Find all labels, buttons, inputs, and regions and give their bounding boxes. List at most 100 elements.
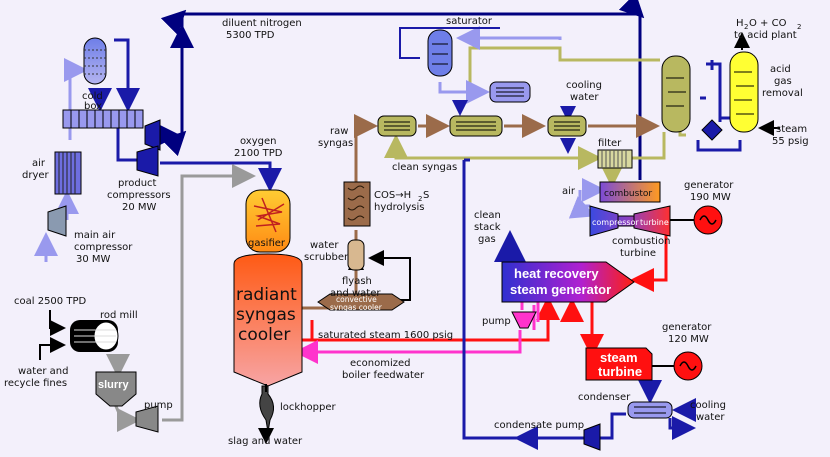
radiant-syngas-cooler [233, 253, 303, 387]
gas-turbine [589, 205, 671, 237]
label-scrubber: scrubber [304, 252, 349, 263]
label-slurry: slurry [98, 379, 129, 391]
label-pump-hrsg: pump [482, 316, 511, 327]
rod-mill [70, 320, 119, 352]
oxygen-line [116, 128, 137, 162]
label-steam-generator: steam generator [510, 282, 611, 297]
label-air-gt: air [562, 186, 576, 197]
hrsg [501, 261, 635, 303]
label-gas: gas [774, 76, 792, 87]
label-compressor-gt: compressor [592, 218, 639, 227]
exhaust-line [630, 230, 668, 292]
label-cos-sub: 2 [418, 195, 422, 203]
generator-190-icon [693, 205, 723, 235]
saturator-vessel [427, 29, 453, 77]
condensate-pump [583, 423, 601, 451]
generator-120-icon [673, 351, 703, 381]
label-cooling-water-bottom: water [696, 412, 725, 423]
acid-gas-absorber [661, 55, 691, 133]
convective-syngas-cooler [317, 293, 405, 311]
slurry-tank [95, 371, 137, 407]
product-compressor [136, 145, 159, 177]
label-steam-st: steam [600, 350, 638, 365]
label-water-and: water and [18, 366, 68, 377]
condensate-line [462, 160, 626, 440]
svg-text:2: 2 [797, 23, 801, 31]
nitrogen-compressor [144, 119, 161, 151]
label-lockhopper: lockhopper [280, 402, 336, 413]
label-stack: stack [474, 222, 501, 233]
label-coal: coal 2500 TPD [14, 296, 86, 307]
label-30mw: 30 MW [76, 254, 111, 265]
label-cos-s: S [423, 190, 429, 201]
label-to-acid-plant: to acid plant [734, 30, 797, 41]
gasifier [245, 189, 291, 253]
label-combustor: combustor [604, 189, 652, 199]
saturator-exchanger [489, 81, 531, 103]
label-compressors: compressors [107, 190, 171, 201]
slurry-pump [135, 405, 159, 433]
syngas-exchanger-1 [377, 115, 417, 137]
label-economized: economized [350, 358, 411, 369]
label-steam: steam [776, 124, 807, 135]
label-convective: convective [336, 295, 377, 304]
label-flyash: flyash [342, 276, 372, 287]
label-water: water [310, 240, 339, 251]
label-cold: cold [82, 91, 103, 102]
svg-text:O + CO: O + CO [749, 18, 787, 29]
label-gasifier: gasifier [248, 238, 286, 249]
label-hydrolysis: hydrolysis [374, 202, 425, 213]
label-and-water: and water [330, 288, 381, 299]
lockhopper [259, 384, 274, 433]
label-convective-cooler: syngas cooler [330, 303, 383, 312]
label-compressor: compressor [74, 242, 133, 253]
label-slag: slag and water [228, 436, 303, 447]
svg-text:2: 2 [744, 23, 748, 31]
label-main-air: main air [74, 230, 116, 241]
label-oxygen: oxygen [240, 136, 276, 147]
label-cooling: cooling [566, 80, 602, 91]
label-heat-recovery: heat recovery [514, 266, 599, 281]
label-generator-120: generator [662, 322, 712, 333]
label-stack-gas: gas [478, 234, 496, 245]
cold-box-column [83, 37, 107, 85]
label-rod-mill: rod mill [100, 310, 138, 321]
label-filter: filter [598, 138, 622, 149]
label-removal: removal [762, 88, 803, 99]
label-air: air [32, 158, 46, 169]
label-cooler: cooler [238, 325, 290, 345]
label-diluent-nitrogen: diluent nitrogen [222, 18, 302, 29]
label-120-mw: 120 MW [668, 334, 709, 345]
syngas-exchanger-2 [449, 115, 503, 137]
acid-gas-stripper [729, 51, 759, 133]
label-clean-syngas: clean syngas [392, 162, 457, 173]
svg-text:H: H [736, 18, 744, 29]
label-recycle-fines: recycle fines [4, 378, 67, 389]
label-radiant: radiant [236, 285, 297, 305]
label-raw-syngas: syngas [318, 138, 353, 149]
label-h2o-co2: H 2 O + CO 2 [736, 18, 801, 31]
air-dryer [54, 151, 82, 195]
label-turbine-st: turbine [598, 364, 642, 379]
label-raw: raw [330, 126, 348, 137]
label-box: box [84, 101, 102, 112]
label-combustion: combustion [612, 236, 670, 247]
label-boiler-feedwater: boiler feedwater [342, 370, 425, 381]
label-turbine-gt: turbine [640, 218, 669, 227]
feedwater-pump [511, 311, 537, 329]
label-55-psig: 55 psig [772, 136, 809, 147]
syngas-filter [597, 149, 633, 169]
water-scrubber [347, 239, 365, 271]
slurry-feed-line [162, 164, 256, 422]
feedwater-line [294, 330, 522, 364]
label-diluent-tpd: 5300 TPD [226, 30, 275, 41]
label-cooling-water: water [570, 92, 599, 103]
label-dryer: dryer [22, 170, 50, 181]
label-saturated-steam: saturated steam 1600 psig [318, 330, 453, 341]
label-condensate-pump: condensate pump [494, 420, 584, 431]
label-syngas: syngas [236, 305, 296, 325]
syngas-exchanger-3 [547, 115, 587, 137]
combustor [599, 181, 661, 203]
label-condenser: condenser [578, 392, 631, 403]
